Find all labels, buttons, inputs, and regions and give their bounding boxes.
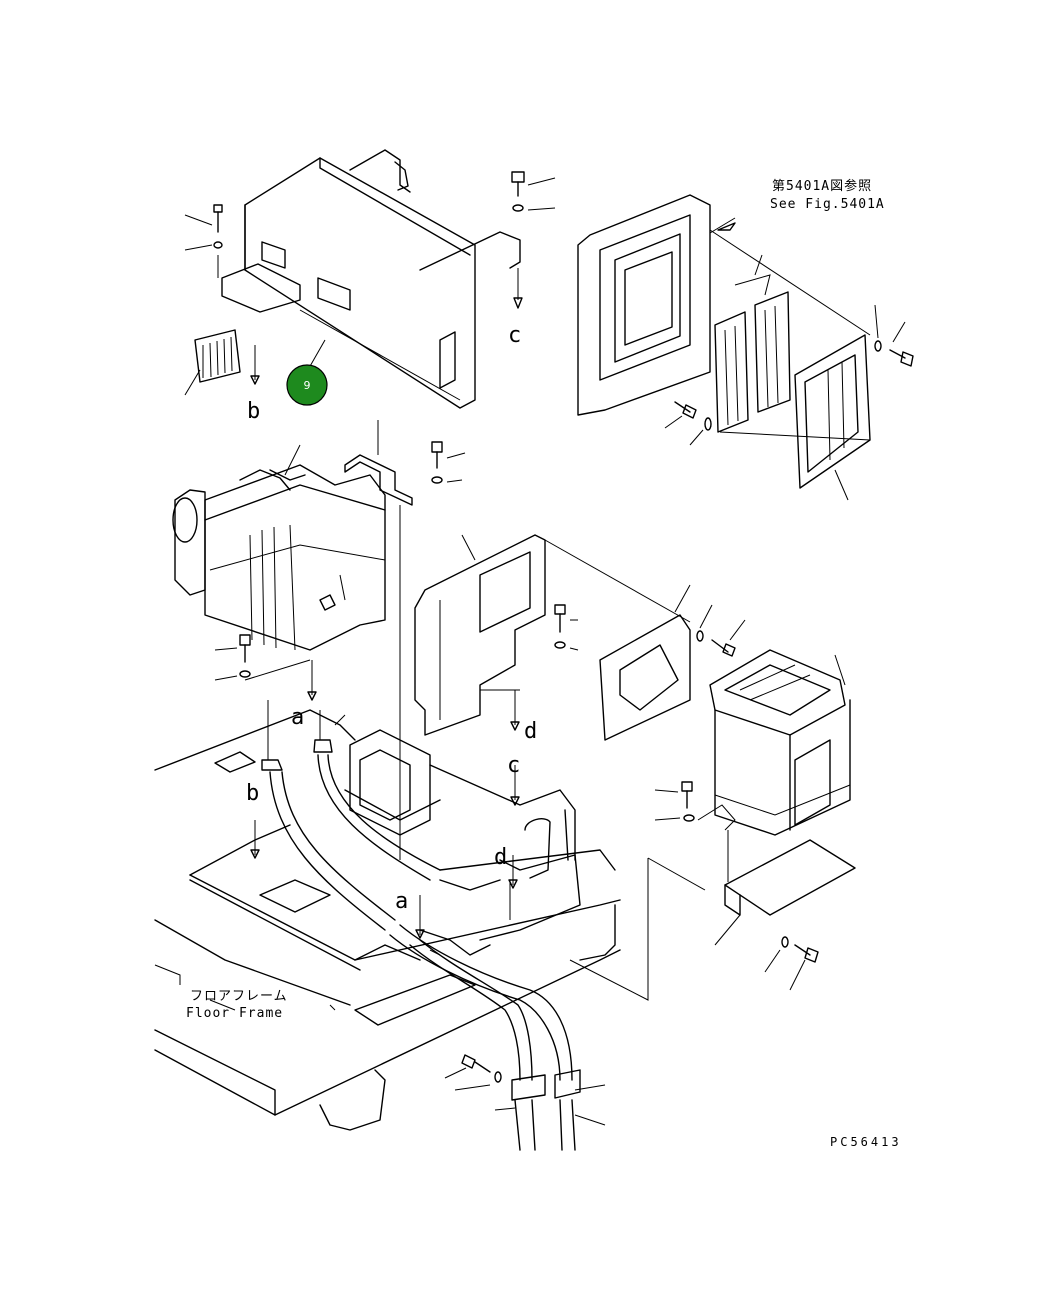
see-fig-note-jp: 第5401A図参照 bbox=[772, 178, 872, 194]
bolt-washer-set-bottom bbox=[444, 1054, 502, 1091]
connection-label-a-top: a bbox=[291, 705, 304, 730]
see-fig-note-en: See Fig.5401A bbox=[770, 197, 885, 212]
inside-air-filter-box bbox=[709, 649, 851, 836]
floor-frame-label-en: Floor Frame bbox=[186, 1006, 283, 1021]
connection-label-a-low: a bbox=[395, 889, 408, 914]
callout-marker-circle[interactable] bbox=[286, 364, 328, 406]
callout-marker-number: 9 bbox=[304, 379, 311, 392]
drawing-code: PC56413 bbox=[830, 1135, 902, 1149]
filter-box-bracket bbox=[714, 830, 856, 991]
reference-leader-lines bbox=[250, 345, 706, 1001]
duct-adapter bbox=[599, 584, 691, 741]
bolt-washer-set-filter-left bbox=[664, 401, 712, 446]
bolt-washer-set-unit bbox=[214, 634, 317, 701]
callout-marker[interactable]: 9 bbox=[286, 364, 328, 406]
filter-cover-plate bbox=[709, 229, 871, 501]
bolt-washer-set-top-center bbox=[511, 171, 556, 309]
bolt-washer-set-filter-box bbox=[654, 781, 736, 831]
mounting-bracket-center bbox=[344, 420, 466, 860]
connection-label-d-top: d bbox=[524, 719, 537, 744]
floor-frame bbox=[154, 709, 621, 1131]
connection-label-d-low: d bbox=[494, 845, 507, 870]
frame-duct-box bbox=[344, 729, 581, 956]
connection-label-c-low: c bbox=[507, 753, 520, 778]
air-conditioner-unit bbox=[172, 444, 386, 651]
filter-housing bbox=[577, 194, 736, 416]
center-cover-plate bbox=[414, 534, 691, 736]
duct-cover-assembly bbox=[184, 149, 521, 409]
connection-label-c-top: c bbox=[508, 323, 521, 348]
bolt-washer-set-center bbox=[554, 604, 579, 651]
connection-label-b-low: b bbox=[246, 781, 259, 806]
connection-label-b-top: b bbox=[247, 399, 260, 424]
filter-element bbox=[714, 254, 791, 433]
floor-frame-label-jp: フロアフレーム bbox=[190, 989, 288, 1004]
bolt-washer-set-top-left bbox=[184, 204, 223, 278]
connection-label-set: c b a d c b d a bbox=[246, 323, 537, 914]
hose-set bbox=[261, 700, 606, 1151]
bolt-washer-set-right-top bbox=[874, 304, 914, 367]
bolt-washer-set-duct bbox=[696, 604, 746, 657]
